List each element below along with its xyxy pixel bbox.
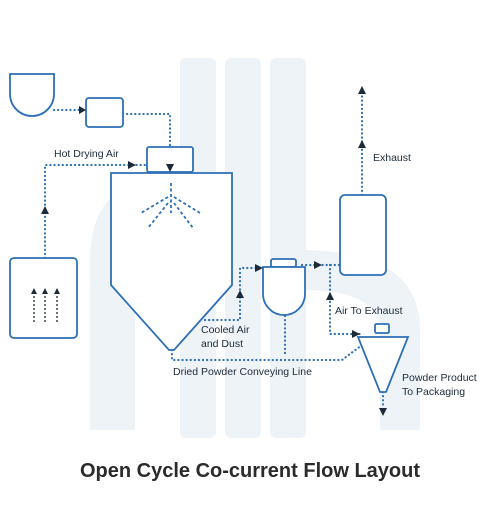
packaging-cyclone-top xyxy=(374,323,390,334)
feed-tank xyxy=(9,73,55,117)
diagram-title: Open Cycle Co-current Flow Layout xyxy=(80,460,420,482)
heater-arrowheads xyxy=(31,288,60,294)
cyclone-separator xyxy=(262,266,306,316)
feed-pump xyxy=(85,97,124,128)
packaging-cyclone xyxy=(356,336,410,393)
label-powder-product: Powder Product xyxy=(402,372,477,384)
spray-nozzle xyxy=(140,183,201,229)
drying-chamber xyxy=(110,172,233,351)
exhaust-filter xyxy=(339,194,387,276)
label-and-dust: and Dust xyxy=(201,338,243,350)
heater-arrows xyxy=(33,294,58,322)
equipment xyxy=(9,73,410,393)
label-to-packaging: To Packaging xyxy=(402,386,465,398)
label-hot-drying-air: Hot Drying Air xyxy=(54,148,119,160)
label-cooled-air: Cooled Air xyxy=(201,324,250,336)
cyclone-top xyxy=(270,258,297,268)
air-heater xyxy=(9,257,78,339)
label-conveying-line: Dried Powder Conveying Line xyxy=(173,366,312,378)
label-air-to-exhaust: Air To Exhaust xyxy=(335,305,403,317)
flow-arrowheads xyxy=(41,86,387,416)
label-exhaust: Exhaust xyxy=(373,152,411,164)
